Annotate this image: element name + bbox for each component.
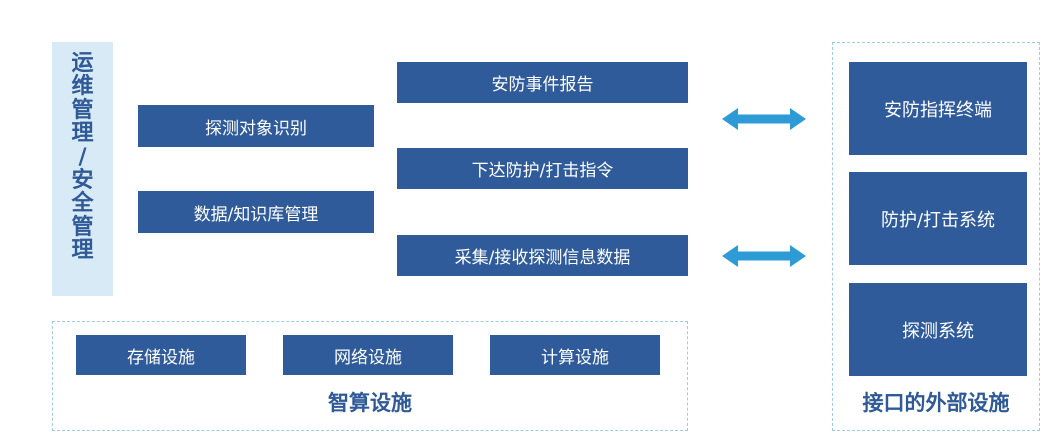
security-command-terminal-box: 安防指挥终端 — [849, 62, 1027, 155]
collect-data-box: 采集/接收探测信息数据 — [397, 235, 688, 276]
detection-system-box: 探测系统 — [849, 283, 1027, 376]
defense-strike-system-box: 防护/打击系统 — [849, 172, 1027, 265]
bidirectional-arrow-icon — [722, 245, 806, 267]
management-panel — [52, 42, 113, 296]
management-char: 全 — [71, 191, 94, 217]
management-char: 运 — [71, 51, 94, 76]
external-facilities-container — [832, 42, 1040, 431]
management-char: 理 — [71, 238, 94, 264]
event-report-box: 安防事件报告 — [397, 62, 688, 103]
storage-facility-box: 存储设施 — [76, 335, 246, 375]
management-char: 维 — [71, 74, 94, 100]
management-char: 理 — [71, 121, 94, 147]
management-char: 管 — [71, 214, 94, 240]
detect-object-box: 探测对象识别 — [138, 105, 374, 147]
management-char: 安 — [71, 168, 94, 194]
external-facilities-label: 接口的外部设施 — [862, 391, 1010, 415]
computing-facility-box: 计算设施 — [490, 335, 660, 375]
management-title: 运 维 管 理 / 安 全 管 理 — [52, 52, 113, 288]
issue-command-box: 下达防护/打击指令 — [397, 148, 688, 189]
bidirectional-arrow-icon — [722, 108, 806, 130]
network-facility-box: 网络设施 — [283, 335, 453, 375]
management-char: 管 — [71, 97, 94, 123]
knowledge-base-box: 数据/知识库管理 — [138, 191, 374, 233]
infrastructure-label: 智算设施 — [328, 391, 412, 415]
infrastructure-container — [52, 321, 688, 431]
management-char: / — [78, 144, 87, 170]
